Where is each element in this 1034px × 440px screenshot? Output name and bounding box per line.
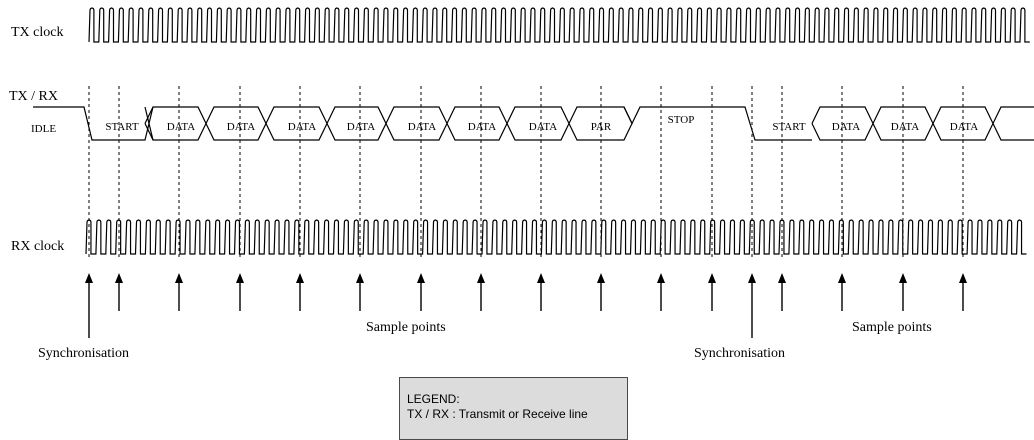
- arrow-head: [115, 273, 123, 283]
- legend-entry: TX / RX : Transmit or Receive line: [407, 407, 588, 421]
- txrx-waveform: START DATA DATA DATA DATA DATA DATA DATA PAR STOP…: [33, 106, 1034, 141]
- arrow-head: [175, 273, 183, 283]
- sample-label-2: Sample points: [852, 320, 932, 335]
- txrx-field-label: DATA: [468, 121, 497, 133]
- arrow-head: [417, 273, 425, 283]
- idle-label: IDLE: [31, 123, 56, 135]
- arrow-head: [597, 273, 605, 283]
- legend-title: LEGEND:: [407, 392, 460, 406]
- txrx-tail-bottom: [992, 123, 1034, 141]
- rx-clock-waveform: [85, 219, 1027, 255]
- arrow-head: [899, 273, 907, 283]
- arrow-head: [778, 273, 786, 283]
- txrx-transition: [144, 106, 154, 141]
- txrx-field-label: DATA: [288, 121, 317, 133]
- tx-clock-waveform: [88, 7, 1030, 43]
- arrow-head: [236, 273, 244, 283]
- txrx-field-label: DATA: [891, 121, 920, 133]
- arrow-head: [537, 273, 545, 283]
- sample-label-1: Sample points: [366, 320, 446, 335]
- txrx-field-label: STOP: [668, 114, 695, 126]
- txrx-field-label: DATA: [167, 121, 196, 133]
- sync-sample-guides: [88, 86, 964, 258]
- txrx-field-label: START: [105, 121, 139, 133]
- txrx-field-label: PAR: [591, 121, 612, 133]
- arrow-head: [356, 273, 364, 283]
- txrx-field-label: DATA: [529, 121, 558, 133]
- tx-clock-trace: [88, 7, 1030, 43]
- rx-clock-trace: [85, 219, 1027, 255]
- txrx-field-label: DATA: [408, 121, 437, 133]
- arrow-head: [748, 273, 756, 283]
- arrow-head: [838, 273, 846, 283]
- txrx-field-label: START: [772, 121, 806, 133]
- arrow-head: [85, 273, 93, 283]
- sync-label-2: Synchronisation: [694, 346, 785, 361]
- txrx-field-label: DATA: [950, 121, 979, 133]
- txrx-tail-top: [992, 106, 1034, 124]
- txrx-field-label: DATA: [347, 121, 376, 133]
- sync-label-1: Synchronisation: [38, 346, 129, 361]
- sample-arrows: [85, 273, 967, 338]
- txrx-field-label: DATA: [832, 121, 861, 133]
- rx-clock-label: RX clock: [11, 239, 64, 254]
- txrx-stop-trace: [623, 106, 812, 141]
- arrow-head: [959, 273, 967, 283]
- legend-box: LEGEND: TX / RX : Transmit or Receive li…: [399, 377, 628, 440]
- txrx-label: TX / RX: [9, 89, 58, 104]
- txrx-field-label: DATA: [227, 121, 256, 133]
- tx-clock-label: TX clock: [11, 25, 63, 40]
- arrow-head: [477, 273, 485, 283]
- arrow-head: [708, 273, 716, 283]
- arrow-head: [657, 273, 665, 283]
- arrow-head: [296, 273, 304, 283]
